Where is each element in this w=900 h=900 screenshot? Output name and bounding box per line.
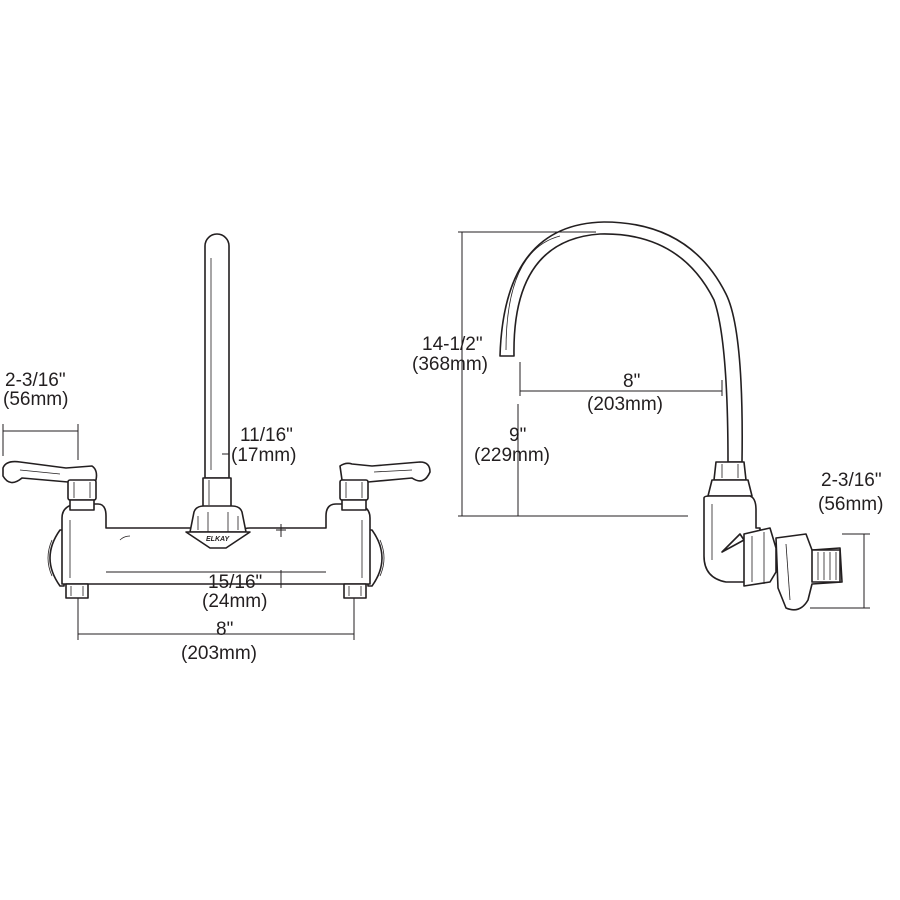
spout-base-nut [185, 505, 251, 549]
dim-spout-clearance-metric: (229mm) [474, 445, 550, 466]
dim-body-height-imperial: 15/16" [208, 572, 262, 593]
brand-logo: ELKAY [206, 536, 231, 543]
dim-center-spacing-metric: (203mm) [181, 643, 257, 664]
dim-spout-clearance-imperial: 9" [509, 425, 526, 446]
dim-center-spacing: 8" (203mm) [77, 598, 355, 664]
side-supply-connector [775, 533, 843, 611]
dim-spout-diameter-imperial: 11/16" [240, 425, 293, 446]
side-view: 14-1/2" (368mm) 8" (203mm) 9" (229mm) 2-… [412, 221, 883, 611]
front-view: ELKAY [2, 233, 431, 664]
dim-spout-clearance: 9" (229mm) [474, 404, 550, 516]
dim-handle-offset: 2-3/16" (56mm) [2, 370, 79, 460]
dim-overall-height-imperial: 14-1/2" [422, 334, 483, 355]
dim-wall-offset: 2-3/16" (56mm) [810, 470, 883, 609]
dim-spout-diameter-metric: (17mm) [231, 445, 296, 466]
dim-body-height-metric: (24mm) [202, 591, 267, 612]
dim-spout-reach-imperial: 8" [623, 371, 640, 392]
side-coupling-nut [707, 461, 753, 497]
dim-spout-reach-metric: (203mm) [587, 394, 663, 415]
left-handle [2, 460, 98, 511]
dim-wall-offset-imperial: 2-3/16" [821, 470, 882, 491]
left-inlet-shank [65, 583, 89, 599]
dim-handle-offset-metric: (56mm) [3, 389, 68, 410]
dim-handle-offset-imperial: 2-3/16" [5, 370, 66, 391]
side-spout-gooseneck [499, 221, 743, 463]
dim-overall-height: 14-1/2" (368mm) [412, 231, 688, 517]
dim-spout-reach: 8" (203mm) [519, 362, 723, 415]
right-handle [339, 461, 431, 511]
dim-overall-height-metric: (368mm) [412, 354, 488, 375]
dim-body-height: 15/16" (24mm) [202, 524, 286, 612]
dim-wall-offset-metric: (56mm) [818, 494, 883, 515]
dim-center-spacing-imperial: 8" [216, 619, 233, 640]
left-escutcheon [47, 529, 65, 587]
right-escutcheon [367, 529, 385, 587]
front-spout-tube [202, 233, 232, 509]
side-hex-nut [743, 527, 777, 587]
dim-spout-diameter: 11/16" (17mm) [222, 425, 296, 466]
right-inlet-shank [343, 583, 367, 599]
